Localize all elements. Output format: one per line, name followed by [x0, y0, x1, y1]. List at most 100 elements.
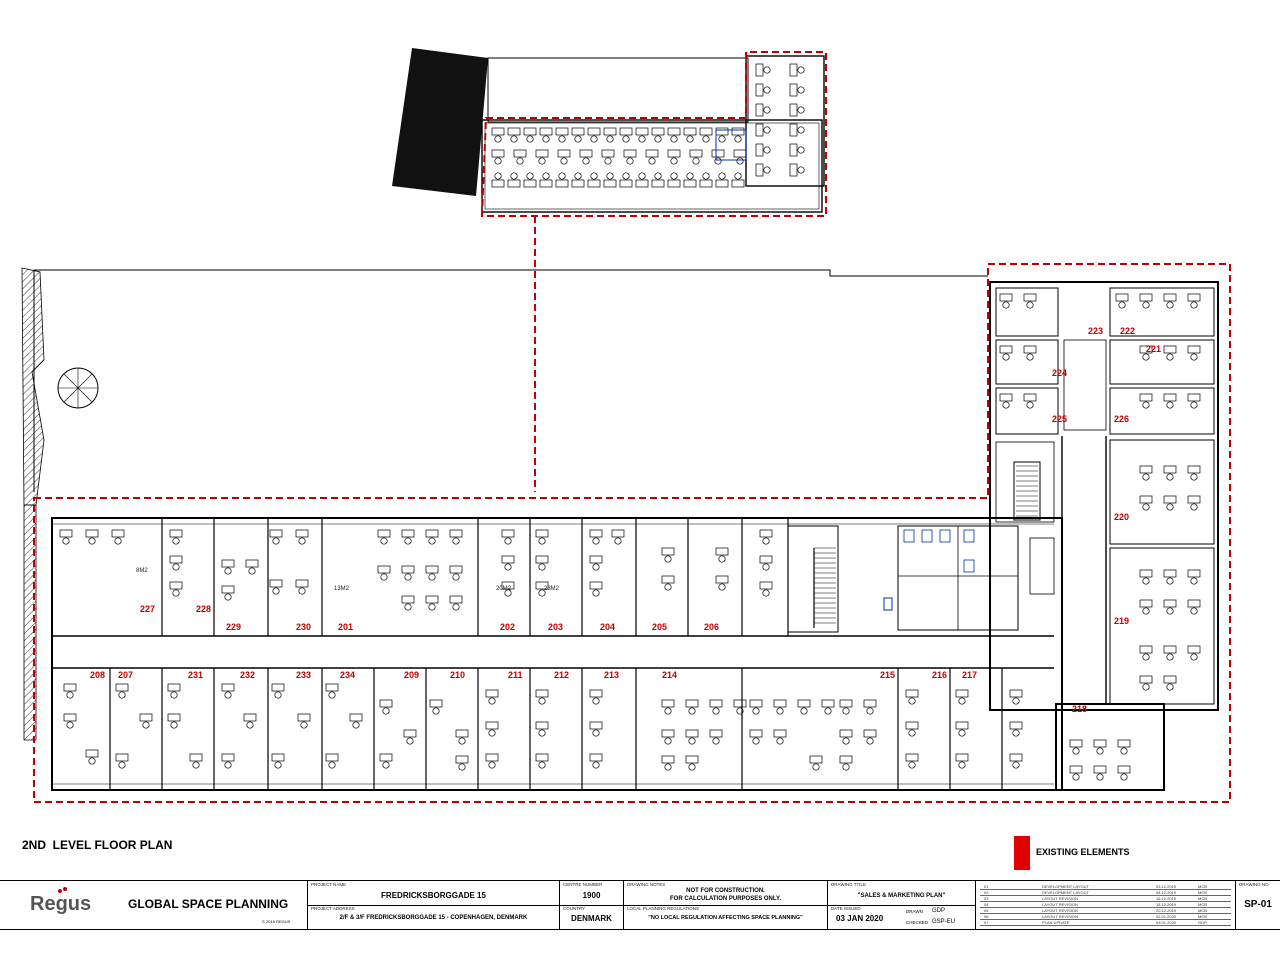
room-number: 234: [340, 670, 355, 680]
workstation: [623, 149, 637, 165]
workstation: [589, 581, 603, 597]
workstation: [715, 575, 729, 591]
workstation: [683, 172, 697, 188]
revision-rev: 04: [984, 902, 989, 907]
workstation: [789, 123, 805, 137]
workstation: [1163, 345, 1177, 361]
workstation: [905, 753, 919, 769]
workstation: [999, 393, 1013, 409]
workstation: [755, 143, 771, 157]
room-number: 203: [548, 622, 563, 632]
workstation: [733, 149, 747, 165]
copyright: © 2016 REGUS: [262, 919, 291, 924]
workstation: [1163, 465, 1177, 481]
workstation: [189, 753, 203, 769]
project-address: 2/F & 3/F FREDRICKSBORGGADE 15 - COPENHA…: [339, 915, 528, 921]
workstation: [1139, 569, 1153, 585]
workstation: [1009, 753, 1023, 769]
workstation: [759, 555, 773, 571]
main-boundary: [33, 263, 1231, 803]
workstation: [789, 163, 805, 177]
workstation: [685, 755, 699, 771]
workstation: [1163, 569, 1177, 585]
workstation: [169, 581, 183, 597]
workstation: [645, 149, 659, 165]
workstation: [513, 149, 527, 165]
workstation: [535, 721, 549, 737]
workstation: [1139, 495, 1153, 511]
workstation: [955, 753, 969, 769]
workstation: [1139, 393, 1153, 409]
workstation: [63, 713, 77, 729]
room-number: 224: [1052, 368, 1067, 378]
workstation: [755, 123, 771, 137]
room-number: 213: [604, 670, 619, 680]
drawing-title-caption: DRAWING TITLE: [831, 882, 867, 887]
room-number: 219: [1114, 616, 1129, 626]
workstation: [491, 127, 505, 143]
drawing-notes-caption: DRAWING NOTES: [627, 882, 666, 887]
centre-number: 1900: [582, 891, 601, 900]
workstation: [863, 729, 877, 745]
workstation: [1115, 293, 1129, 309]
workstation: [789, 143, 805, 157]
checked-caption: CHECKED: [906, 920, 929, 925]
room-number: 202: [500, 622, 515, 632]
workstation: [1117, 765, 1131, 781]
legend-swatch: [1014, 836, 1030, 870]
workstation: [749, 699, 763, 715]
revision-rev: 07: [984, 920, 989, 925]
revision-by: MCB: [1198, 890, 1207, 895]
room-number: 216: [932, 670, 947, 680]
revision-by: GDP: [1198, 920, 1207, 925]
workstation: [667, 172, 681, 188]
workstation: [601, 149, 615, 165]
room-number: 227: [140, 604, 155, 614]
regus-logo-mark-icon: [58, 887, 68, 895]
room-number: 207: [118, 670, 133, 680]
notes-cell: DRAWING NOTES NOT FOR CONSTRUCTION. FOR …: [624, 881, 828, 929]
workstation: [709, 699, 723, 715]
workstation: [1187, 645, 1201, 661]
workstation: [579, 149, 593, 165]
workstation: [1139, 465, 1153, 481]
workstation: [1009, 721, 1023, 737]
workstation: [699, 127, 713, 143]
workstation: [455, 729, 469, 745]
workstation: [403, 729, 417, 745]
workstation: [1187, 293, 1201, 309]
plan-title: 2ND LEVEL FLOOR PLAN: [22, 838, 173, 852]
workstation: [661, 547, 675, 563]
room-number: 229: [226, 622, 241, 632]
workstation: [1163, 675, 1177, 691]
workstation: [1009, 689, 1023, 705]
revision-by: MCB: [1198, 896, 1207, 901]
room-number: 225: [1052, 414, 1067, 424]
project-cell: PROJECT NAME FREDRICKSBORGGADE 15 PROJEC…: [308, 881, 560, 929]
workstation: [1187, 569, 1201, 585]
room-number: 205: [652, 622, 667, 632]
workstation: [571, 172, 585, 188]
revision-by: MCB: [1198, 908, 1207, 913]
workstation: [587, 172, 601, 188]
revision-date: 18.12.2019: [1156, 902, 1177, 907]
workstation: [401, 595, 415, 611]
legend-label: EXISTING ELEMENTS: [1036, 847, 1130, 857]
workstation: [555, 127, 569, 143]
workstation: [611, 529, 625, 545]
country: DENMARK: [571, 914, 612, 923]
workstation: [59, 529, 73, 545]
room-number: 228: [196, 604, 211, 614]
workstation: [111, 529, 125, 545]
workstation: [85, 749, 99, 765]
drawing-title: "SALES & MARKETING PLAN": [857, 893, 946, 899]
workstation: [295, 579, 309, 595]
room-number: 218: [1072, 704, 1087, 714]
project-name: FREDRICKSBORGGADE 15: [381, 891, 486, 900]
workstation: [401, 565, 415, 581]
